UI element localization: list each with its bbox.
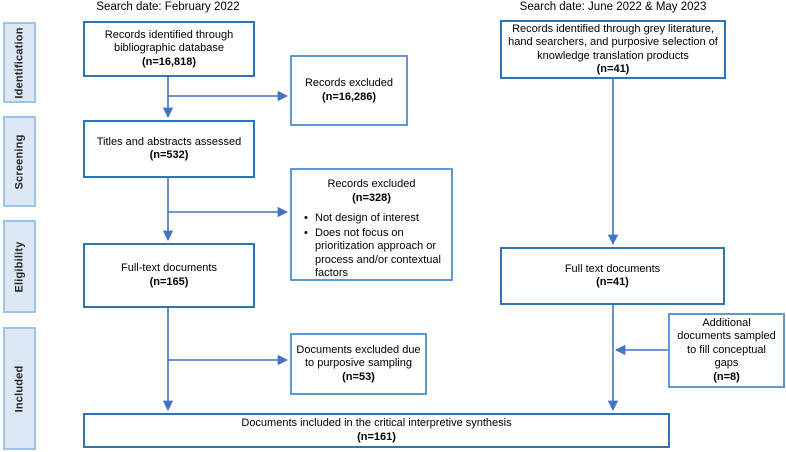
stage-included: Included (3, 327, 36, 450)
box-records-excluded-328: Records excluded (n=328) Not design of i… (290, 168, 453, 281)
box-titles-abstracts-assessed-text: Titles and abstracts assessed (96, 135, 242, 148)
stage-eligibility: Eligibility (3, 220, 36, 313)
stage-identification: Identification (3, 22, 36, 103)
exclusion-reason-item: Not design of interest (302, 212, 445, 226)
box-documents-excluded-purposive-count: (n=53) (342, 370, 375, 383)
box-records-identified-database-text: Records identified through bibliographic… (104, 28, 234, 55)
stage-screening-label: Screening (13, 134, 26, 189)
box-documents-included-synthesis-count: (n=161) (357, 430, 396, 443)
stage-screening: Screening (3, 116, 36, 207)
box-titles-abstracts-assessed-count: (n=532) (149, 149, 189, 161)
box-records-identified-database: Records identified through bibliographic… (83, 21, 255, 77)
box-records-excluded-16286-count: (n=16,286) (321, 90, 377, 103)
box-records-identified-grey-count: (n=41) (596, 63, 630, 75)
box-records-excluded-16286-text: Records excluded (304, 77, 394, 89)
box-titles-abstracts-assessed: Titles and abstracts assessed (n=532) (83, 120, 255, 178)
exclusion-reason-item: Does not focus on prioritization approac… (302, 227, 445, 281)
box-documents-included-synthesis-text: Documents included in the critical inter… (241, 417, 512, 429)
stage-included-label: Included (13, 365, 26, 412)
box-additional-documents-text: Additional documents sampled to fill con… (677, 316, 776, 370)
box-documents-excluded-purposive: Documents excluded due to purposive samp… (290, 333, 427, 395)
stage-identification-label: Identification (13, 26, 26, 99)
box-fulltext-documents-right-text: Full text documents (564, 262, 661, 275)
box-documents-excluded-purposive-text: Documents excluded due to purposive samp… (296, 343, 421, 370)
box-documents-included-synthesis: Documents included in the critical inter… (83, 413, 670, 448)
box-records-excluded-328-count: (n=328) (352, 191, 391, 204)
search-date-left: Search date: February 2022 (96, 1, 240, 13)
box-fulltext-documents-left-text: Full-text documents (121, 262, 217, 274)
box-fulltext-documents-left-count: (n=165) (149, 275, 189, 288)
box-additional-documents-count: (n=8) (713, 370, 740, 383)
box-fulltext-documents-right: Full text documents (n=41) (500, 247, 725, 305)
box-records-identified-database-count: (n=16,818) (141, 55, 197, 68)
box-records-identified-grey: Records identified through grey literatu… (500, 20, 726, 79)
stage-eligibility-label: Eligibility (13, 240, 26, 293)
box-records-excluded-328-text: Records excluded (327, 178, 416, 190)
box-records-identified-grey-text: Records identified through grey literatu… (508, 22, 718, 62)
box-records-excluded-16286: Records excluded (n=16,286) (290, 55, 408, 126)
box-fulltext-documents-left: Full-text documents (n=165) (83, 243, 255, 308)
box-fulltext-documents-right-count: (n=41) (596, 276, 629, 288)
search-date-right: Search date: June 2022 & May 2023 (519, 1, 707, 13)
box-additional-documents: Additional documents sampled to fill con… (668, 313, 785, 388)
exclusion-reason-list: Not design of interest Does not focus on… (296, 212, 447, 282)
